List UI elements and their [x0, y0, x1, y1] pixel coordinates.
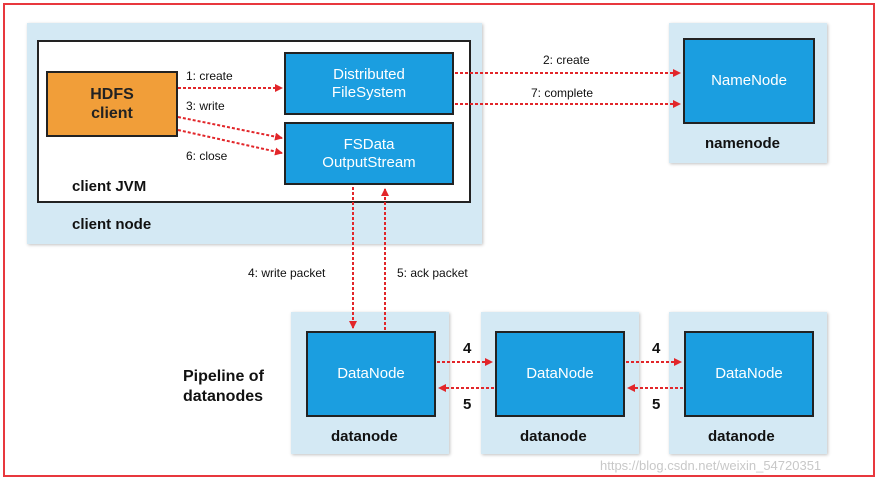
edge-label-dn2-dn3-forward: 4: [652, 340, 661, 357]
fsdata-outputstream-box: FSData OutputStream: [284, 122, 454, 185]
hdfs-client-box: HDFS client: [46, 71, 178, 137]
edge-label-dn2-dn1-back: 5: [463, 396, 472, 413]
pipeline-label-line1: Pipeline of: [183, 368, 264, 385]
client-jvm-label: client JVM: [72, 178, 147, 195]
datanode-box-2-text: DataNode: [526, 365, 594, 382]
datanode-label-1: datanode: [331, 428, 398, 445]
client-node-label: client node: [72, 216, 152, 233]
hdfs-client-line2: client: [91, 105, 133, 122]
edge-label-dn3-dn2-back: 5: [652, 396, 661, 413]
fsdos-line2: OutputStream: [322, 153, 416, 171]
datanode-box-2: DataNode: [495, 331, 625, 417]
edge-label-complete7: 7: complete: [531, 86, 594, 100]
namenode-box-text: NameNode: [711, 72, 787, 89]
namenode-box: NameNode: [683, 38, 815, 124]
dfs-line2: FileSystem: [331, 83, 407, 101]
fsdos-line1: FSData: [343, 135, 395, 153]
hdfs-client-line1: HDFS: [90, 86, 134, 103]
watermark: https://blog.csdn.net/weixin_54720351: [600, 458, 822, 473]
edge-label-write3: 3: write: [186, 99, 225, 113]
datanode-box-3: DataNode: [684, 331, 814, 417]
datanode-label-2: datanode: [520, 428, 587, 445]
pipeline-label-line2: datanodes: [183, 388, 264, 405]
edge-close6-arrow: [177, 129, 283, 156]
edge-label-ack-packet: 5: ack packet: [397, 266, 468, 280]
datanode-box-1-text: DataNode: [337, 365, 405, 382]
namenode-label: namenode: [705, 135, 781, 152]
datanode-box-3-text: DataNode: [715, 365, 783, 382]
dfs-line1: Distributed: [333, 65, 405, 83]
distributed-filesystem-box: Distributed FileSystem: [284, 52, 454, 115]
edge-label-create2: 2: create: [543, 53, 590, 67]
edge-label-dn1-dn2-forward: 4: [463, 340, 472, 357]
edge-write3-arrow: [177, 116, 283, 141]
edge-label-write-packet: 4: write packet: [248, 266, 326, 280]
outer-frame: [3, 3, 875, 477]
datanode-label-3: datanode: [708, 428, 775, 445]
datanode-box-1: DataNode: [306, 331, 436, 417]
edge-label-close6: 6: close: [186, 149, 228, 163]
edge-label-create1: 1: create: [186, 69, 233, 83]
